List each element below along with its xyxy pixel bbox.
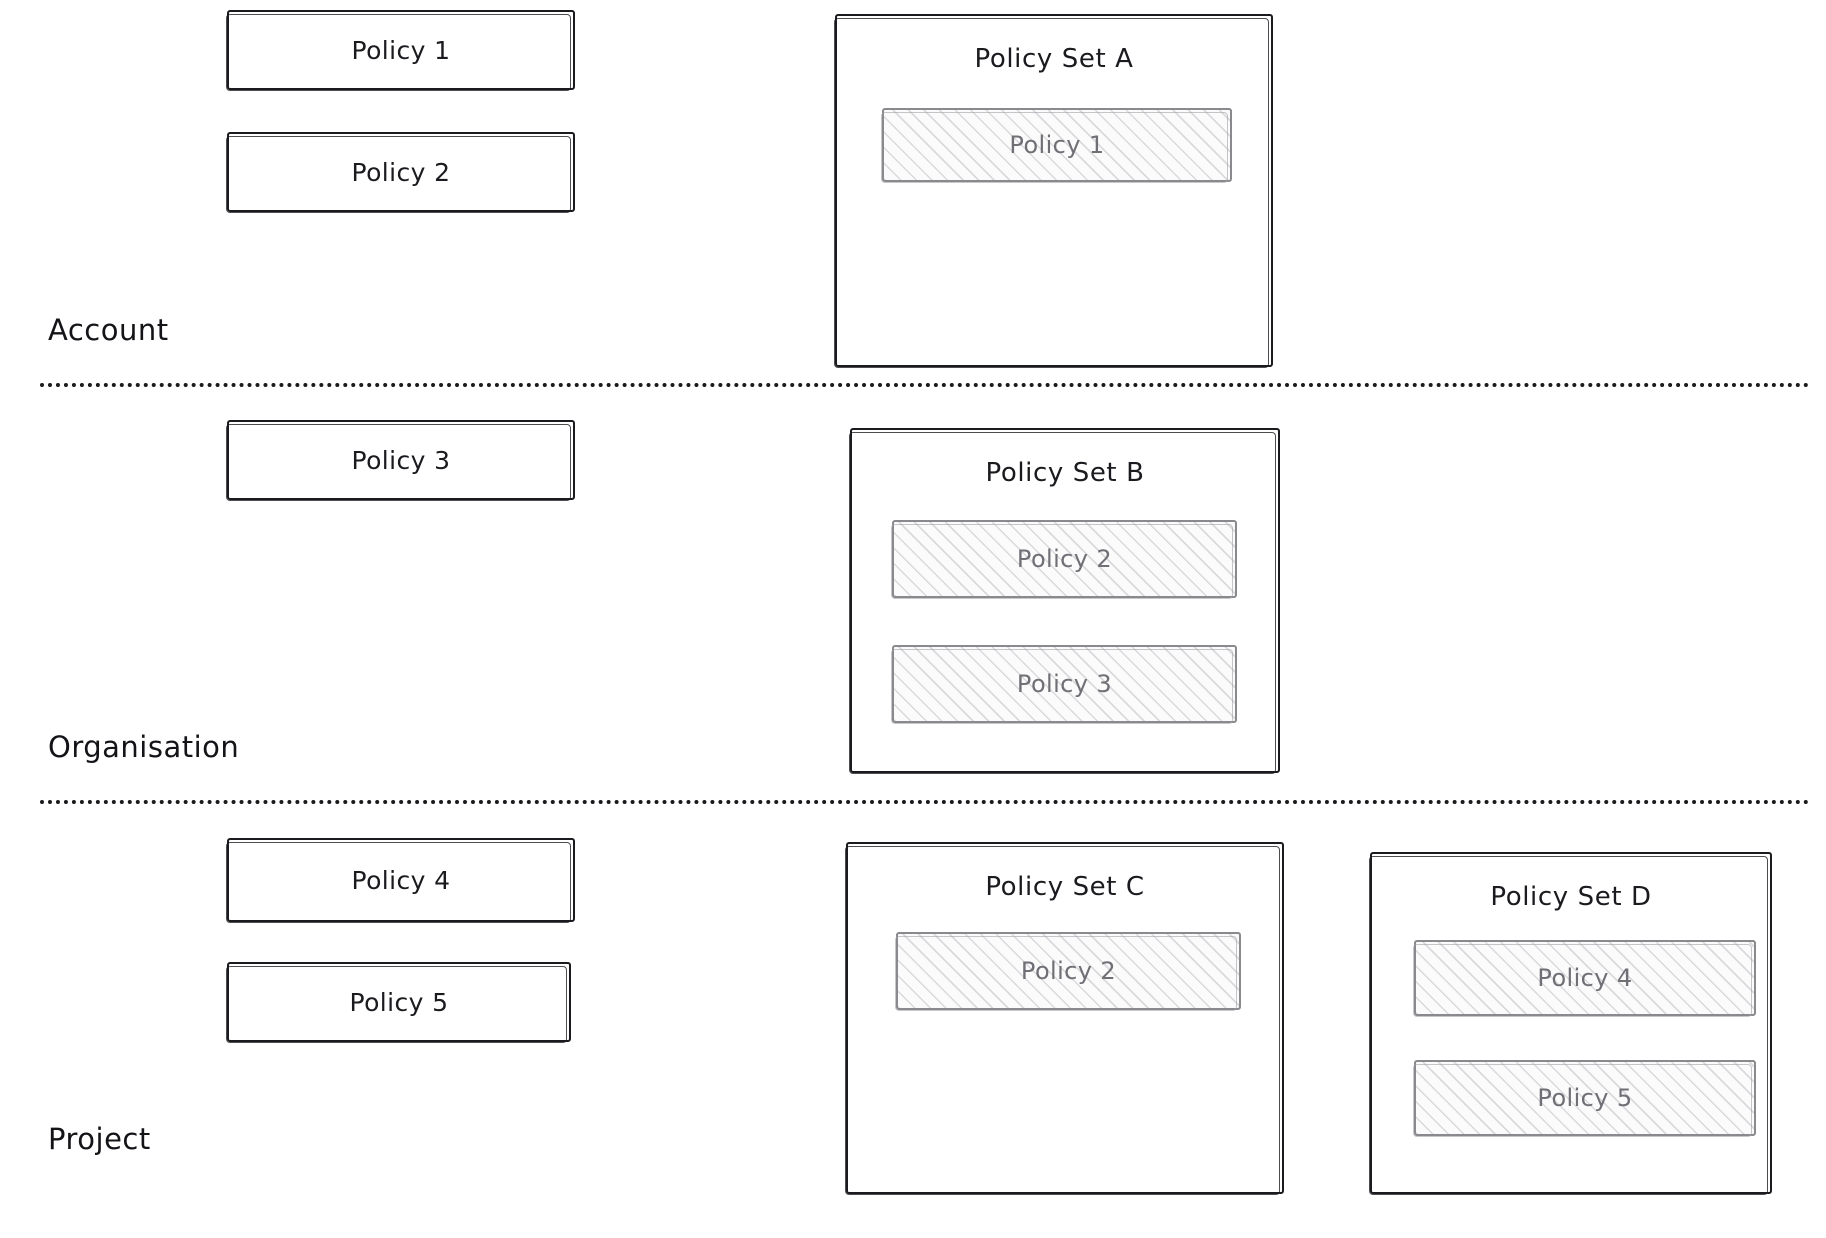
policy-chip-policy-2[interactable]: Policy 2 [226, 132, 575, 213]
policy-set-member-policy-4[interactable]: Policy 4 [1413, 940, 1756, 1017]
tier-divider-account-organisation [40, 383, 1810, 387]
policy-set-a[interactable]: Policy Set A Policy 1 [834, 14, 1273, 368]
policy-set-member-policy-2[interactable]: Policy 2 [895, 932, 1241, 1011]
policy-chip-policy-1[interactable]: Policy 1 [226, 10, 575, 91]
tier-label-project: Project [48, 1122, 151, 1156]
policy-chip-label: Policy 3 [351, 445, 451, 475]
policy-set-c[interactable]: Policy Set C Policy 2 [845, 842, 1284, 1195]
policy-chip-policy-5[interactable]: Policy 5 [226, 962, 571, 1043]
policy-chip-label: Policy 4 [351, 865, 451, 895]
policy-set-d[interactable]: Policy Set D Policy 4 Policy 5 [1369, 852, 1772, 1195]
policy-member-label: Policy 2 [1020, 957, 1117, 985]
policy-chip-label: Policy 5 [349, 987, 449, 1017]
policy-member-label: Policy 5 [1537, 1084, 1633, 1112]
policy-member-label: Policy 4 [1537, 964, 1633, 992]
policy-member-label: Policy 1 [1009, 131, 1105, 159]
policy-set-member-policy-5[interactable]: Policy 5 [1413, 1060, 1756, 1137]
policy-chip-policy-4[interactable]: Policy 4 [226, 838, 575, 923]
policy-chip-policy-3[interactable]: Policy 3 [226, 420, 575, 501]
policy-chip-label: Policy 1 [351, 35, 451, 65]
tier-label-organisation: Organisation [48, 730, 240, 764]
policy-set-member-policy-1[interactable]: Policy 1 [881, 108, 1232, 183]
policy-set-b[interactable]: Policy Set B Policy 2 Policy 3 [849, 428, 1280, 774]
policy-set-member-policy-3[interactable]: Policy 3 [891, 645, 1237, 724]
tier-label-account: Account [48, 313, 169, 347]
policy-member-label: Policy 3 [1016, 670, 1113, 698]
policy-chip-label: Policy 2 [351, 157, 451, 187]
policy-set-title: Policy Set A [974, 44, 1134, 74]
policy-set-title: Policy Set D [1490, 882, 1652, 912]
policy-set-title: Policy Set C [985, 872, 1145, 902]
tier-divider-organisation-project [40, 800, 1810, 804]
policy-set-title: Policy Set B [985, 458, 1145, 488]
policy-set-member-policy-2[interactable]: Policy 2 [891, 520, 1237, 599]
policy-member-label: Policy 2 [1016, 545, 1113, 573]
